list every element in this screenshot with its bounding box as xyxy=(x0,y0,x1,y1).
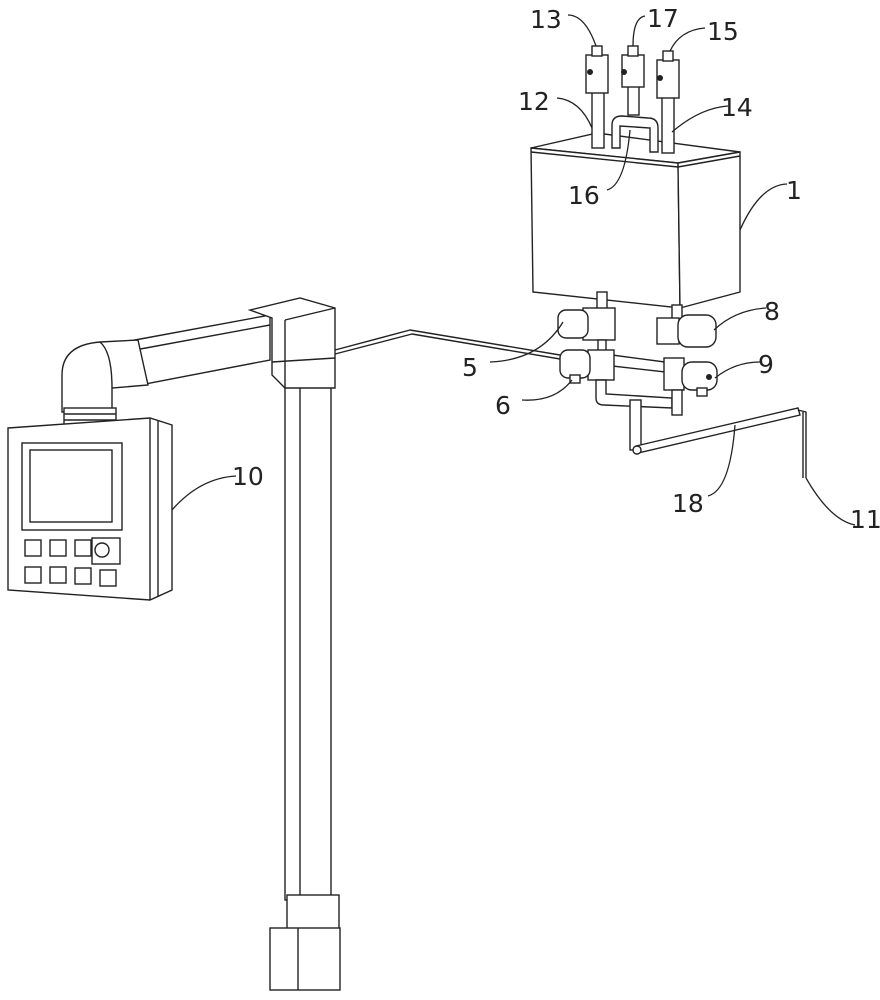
label-5: 5 xyxy=(462,353,478,382)
label-18: 18 xyxy=(672,489,704,518)
label-8: 8 xyxy=(764,297,780,326)
support-column xyxy=(270,385,340,990)
tank-body xyxy=(531,133,740,308)
label-11: 11 xyxy=(850,505,880,534)
label-9: 9 xyxy=(758,350,774,379)
label-14: 14 xyxy=(721,93,753,122)
top-pipes-and-valves xyxy=(586,46,679,153)
label-6: 6 xyxy=(495,391,511,420)
label-15: 15 xyxy=(707,17,739,46)
label-10: 10 xyxy=(232,462,264,491)
label-1: 1 xyxy=(786,176,802,205)
control-box xyxy=(8,418,172,600)
label-12: 12 xyxy=(518,87,550,116)
leader-lines xyxy=(172,15,855,525)
pumps-and-valves xyxy=(558,292,717,450)
spray-pipe xyxy=(633,408,806,478)
cable xyxy=(335,330,560,355)
label-13: 13 xyxy=(530,5,562,34)
label-16: 16 xyxy=(568,181,600,210)
label-17: 17 xyxy=(647,4,679,33)
